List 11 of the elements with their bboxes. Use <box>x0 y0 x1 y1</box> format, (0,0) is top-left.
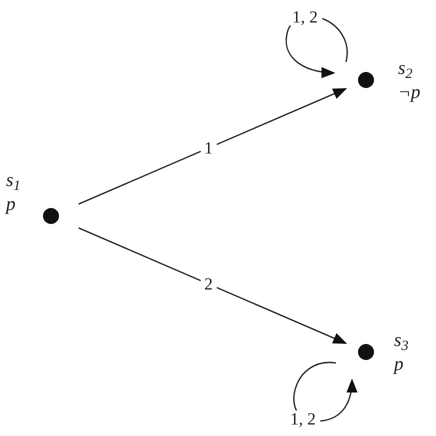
state-proposition: ¬p <box>398 82 420 104</box>
arrow <box>78 88 348 205</box>
edge-label: 1 <box>200 140 217 156</box>
state-proposition: p <box>6 194 16 216</box>
edge-label: 1, 2 <box>288 8 322 26</box>
state-name: s$_{2}$ <box>398 58 414 80</box>
state-name: s$_{3}$ <box>394 330 409 352</box>
state-name: s$_{1}$ <box>6 170 21 192</box>
edge-label: 2 <box>200 276 217 292</box>
state-proposition: p <box>394 354 404 376</box>
arrow <box>78 227 348 344</box>
